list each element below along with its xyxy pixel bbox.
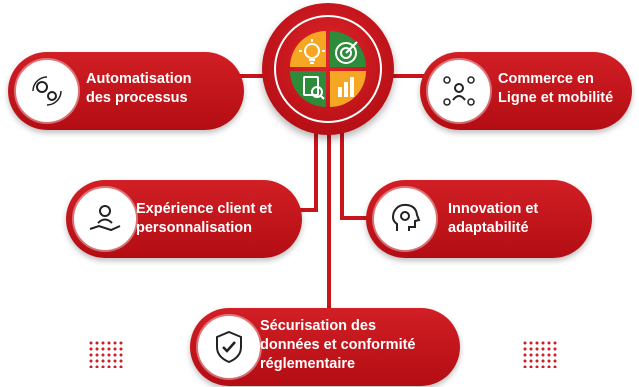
document-search-icon: [303, 76, 325, 100]
pill-commerce: Commerce en Ligne et mobilité: [420, 52, 632, 130]
hub-quadrant-top-left: [290, 31, 326, 67]
shield-check-icon: [216, 330, 242, 364]
decorative-dots-right: [522, 340, 558, 368]
decorative-dots-left: [88, 340, 124, 368]
automation-icon-circle: [16, 60, 78, 122]
pill-security: Sécurisation des données et conformité r…: [190, 308, 460, 386]
experience-icon-circle: [74, 188, 136, 250]
head-gear-icon: [392, 203, 421, 231]
automation-label: Automatisation des processus: [86, 71, 192, 106]
connector-left-mid: [298, 208, 318, 212]
gears-cycle-icon: [32, 76, 62, 106]
connector-stem-left: [314, 132, 318, 212]
pill-innovation: Innovation et adaptabilité: [366, 180, 592, 258]
commerce-icon-circle: [428, 60, 490, 122]
commerce-label: Commerce en Ligne et mobilité: [498, 71, 614, 106]
hub-ring: [274, 15, 382, 123]
connector-left-top: [230, 74, 270, 78]
hub-quadrants: [290, 31, 366, 107]
security-label: Sécurisation des données et conformité r…: [260, 318, 416, 372]
connector-right-top: [392, 74, 432, 78]
connector-stem-center: [327, 132, 331, 322]
security-icon-circle: [198, 316, 260, 378]
central-hub: [262, 3, 394, 135]
customer-hand-icon: [89, 205, 121, 232]
pill-experience: Expérience client et personnalisation: [66, 180, 302, 258]
connector-right-mid: [340, 216, 370, 220]
network-people-icon: [443, 76, 475, 106]
pill-automation: Automatisation des processus: [8, 52, 244, 130]
growth-chart-icon: [338, 77, 354, 97]
lightbulb-gear-icon: [299, 39, 325, 64]
innovation-icon-circle: [374, 188, 436, 250]
target-icon: [335, 41, 358, 64]
experience-label: Expérience client et personnalisation: [136, 201, 273, 236]
connector-stem-right: [340, 132, 344, 220]
innovation-label: Innovation et adaptabilité: [448, 201, 539, 236]
